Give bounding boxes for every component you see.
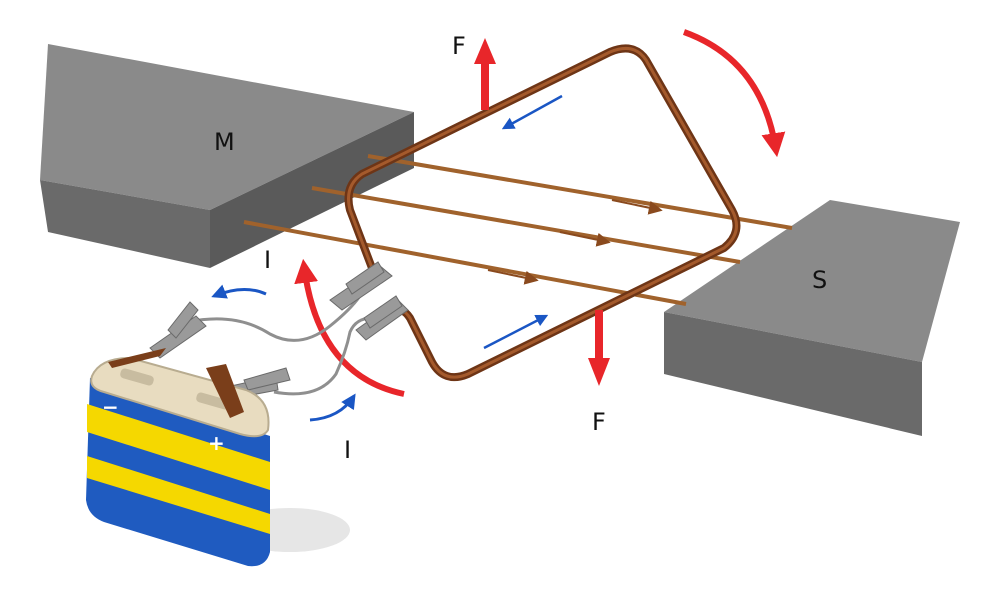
- wire-coil: [344, 44, 741, 381]
- magnetic-field-lines: [243, 154, 793, 306]
- right-magnet-label: S: [812, 266, 827, 294]
- current-label-lower: I: [344, 436, 351, 464]
- clip-battery-negative: [149, 301, 207, 359]
- force-arrow-up-head: [474, 38, 496, 64]
- field-direction-arrow-lower: [487, 269, 539, 285]
- current-arrow-bottom-side: [483, 314, 549, 350]
- force-arrow-down-head: [588, 358, 610, 386]
- battery-stripe-upper: [87, 404, 270, 490]
- field-direction-arrow-middle: [559, 231, 611, 247]
- current-arrow-lower-lead: [309, 393, 356, 422]
- lead-wire-positive: [273, 316, 373, 396]
- force-arrow-up-shaft: [481, 60, 489, 110]
- battery-negative-contact: [108, 348, 166, 368]
- clip-battery-positive-handle: [243, 367, 291, 391]
- battery-terminal-positive: [196, 392, 230, 410]
- lead-wires: [187, 295, 373, 396]
- force-arrow-down: F: [588, 310, 610, 436]
- force-arrow-up: F: [452, 32, 496, 110]
- left-magnet-front-face: [40, 180, 210, 268]
- field-line-lower: [243, 220, 687, 306]
- battery-negative-symbol: −: [102, 395, 119, 419]
- force-label-top: F: [452, 32, 466, 60]
- wire-loop-highlight: [347, 46, 738, 379]
- current-label-upper: I: [264, 246, 271, 274]
- right-magnet-front-face: [664, 312, 922, 436]
- battery-terminal-negative: [120, 368, 154, 386]
- field-line-middle: [311, 186, 741, 264]
- field-line-upper: [367, 154, 793, 230]
- current-arrow-top-side: [501, 94, 563, 130]
- rotation-arrow-left: [294, 258, 405, 397]
- lead-wire-negative: [187, 295, 362, 342]
- battery-positive-symbol: +: [208, 431, 225, 455]
- force-arrow-down-shaft: [595, 310, 603, 362]
- force-label-bottom: F: [592, 408, 606, 436]
- current-arrow-upper-lead: [211, 284, 267, 299]
- battery-positive-contact: [206, 364, 244, 418]
- clip-coil-upper: [329, 261, 393, 311]
- left-magnet-label: M: [214, 128, 235, 156]
- right-magnet-top-face: [664, 200, 960, 362]
- clip-coil-lower: [355, 295, 409, 341]
- clip-coil-upper-handle: [345, 261, 385, 295]
- left-magnet-top-face: [40, 44, 414, 210]
- rotation-arrow-right: [682, 29, 786, 158]
- battery: − +: [86, 348, 350, 567]
- field-direction-arrow-upper: [611, 199, 663, 215]
- battery-stripe-lower: [87, 456, 270, 534]
- clip-coil-lower-handle: [363, 295, 403, 329]
- clip-battery-negative-handle: [167, 301, 199, 339]
- right-magnet-pole: S: [664, 200, 960, 436]
